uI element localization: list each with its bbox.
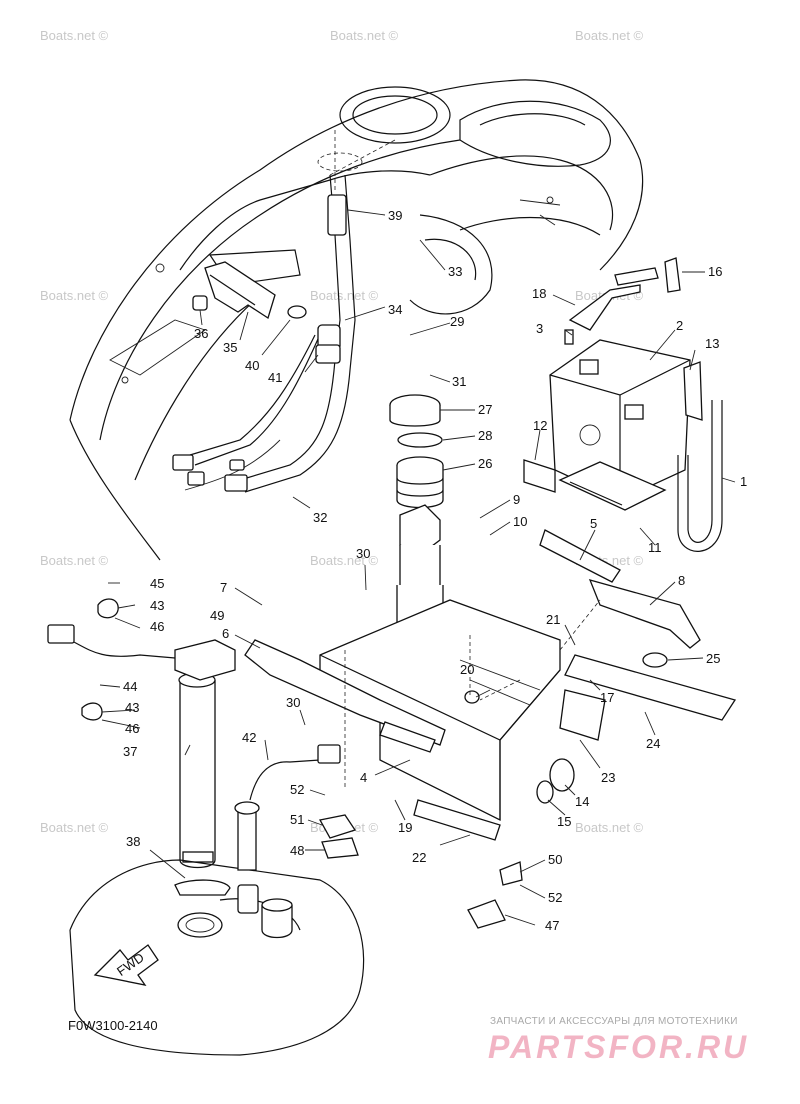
callout-46: 46: [125, 721, 139, 736]
callout-7: 7: [220, 580, 227, 595]
callout-3: 3: [536, 321, 543, 336]
callout-22: 22: [412, 850, 426, 865]
callout-42: 42: [242, 730, 256, 745]
callout-9: 9: [513, 492, 520, 507]
callout-41: 41: [268, 370, 282, 385]
callout-29: 29: [450, 314, 464, 329]
callout-12: 12: [533, 418, 547, 433]
callout-10: 10: [513, 514, 527, 529]
callout-48: 48: [290, 843, 304, 858]
callout-35: 35: [223, 340, 237, 355]
callout-21: 21: [546, 612, 560, 627]
callout-1: 1: [740, 474, 747, 489]
callout-45: 45: [150, 576, 164, 591]
watermark: Boats.net ©: [40, 820, 109, 835]
callout-27: 27: [478, 402, 492, 417]
callout-8: 8: [678, 573, 685, 588]
callout-17: 17: [600, 690, 614, 705]
callout-19: 19: [398, 820, 412, 835]
watermark: Boats.net ©: [310, 288, 379, 303]
callout-46: 46: [150, 619, 164, 634]
callout-5: 5: [590, 516, 597, 531]
callout-50: 50: [548, 852, 562, 867]
callout-32: 32: [313, 510, 327, 525]
wiring-harness: [172, 130, 396, 493]
callout-15: 15: [557, 814, 571, 829]
diagram-code: F0W3100-2140: [68, 1018, 158, 1033]
callout-14: 14: [575, 794, 589, 809]
callout-38: 38: [126, 834, 140, 849]
fuel-filler-assembly: [389, 394, 444, 634]
callout-31: 31: [452, 374, 466, 389]
callout-49: 49: [210, 608, 224, 623]
callout-36: 36: [194, 326, 208, 341]
watermark: Boats.net ©: [575, 820, 644, 835]
logo-name: PARTSFOR.RU: [488, 1029, 749, 1065]
battery-box-tray: [244, 529, 737, 841]
callout-51: 51: [290, 812, 304, 827]
fuel-level-sender: [47, 598, 236, 896]
callout-30: 30: [286, 695, 300, 710]
callout-52: 52: [290, 782, 304, 797]
watermark: Boats.net ©: [310, 553, 379, 568]
callout-34: 34: [388, 302, 402, 317]
callout-43: 43: [125, 700, 139, 715]
callout-33: 33: [448, 264, 462, 279]
logo-tagline: ЗАПЧАСТИ И АКСЕССУАРЫ ДЛЯ МОТОТЕХНИКИ: [490, 1016, 738, 1027]
callout-20: 20: [460, 662, 474, 677]
callout-44: 44: [123, 679, 137, 694]
callout-13: 13: [705, 336, 719, 351]
callout-16: 16: [708, 264, 722, 279]
callout-4: 4: [360, 770, 367, 785]
callout-labels: 1 2 3 4 5 6 7 8 9 10 11 12 13 14 15 16 1…: [123, 208, 747, 933]
callout-11: 11: [648, 540, 662, 555]
fuel-tank-outline: FWD: [69, 744, 523, 1056]
callout-43: 43: [150, 598, 164, 613]
watermark: Boats.net ©: [40, 28, 109, 43]
watermark: Boats.net ©: [330, 28, 399, 43]
callout-18: 18: [532, 286, 546, 301]
partsfor-logo: ЗАПЧАСТИ И АКСЕССУАРЫ ДЛЯ МОТОТЕХНИКИ PA…: [488, 1016, 749, 1065]
bracket-assembly-35: [192, 261, 307, 320]
watermark: Boats.net ©: [575, 28, 644, 43]
callout-25: 25: [706, 651, 720, 666]
callout-6: 6: [222, 626, 229, 641]
leader-lines: [99, 209, 736, 926]
callout-39: 39: [388, 208, 402, 223]
callout-40: 40: [245, 358, 259, 373]
battery-assembly: [523, 257, 723, 552]
callout-24: 24: [646, 736, 660, 751]
callout-37: 37: [123, 744, 137, 759]
watermark: Boats.net ©: [40, 288, 109, 303]
callout-30: 30: [356, 546, 370, 561]
fwd-arrow-icon: FWD: [93, 944, 159, 986]
hull-deck-illustration: [69, 79, 644, 561]
watermark: Boats.net ©: [40, 553, 109, 568]
callout-2: 2: [676, 318, 683, 333]
callout-26: 26: [478, 456, 492, 471]
callout-47: 47: [545, 918, 559, 933]
callout-23: 23: [601, 770, 615, 785]
callout-28: 28: [478, 428, 492, 443]
callout-52: 52: [548, 890, 562, 905]
